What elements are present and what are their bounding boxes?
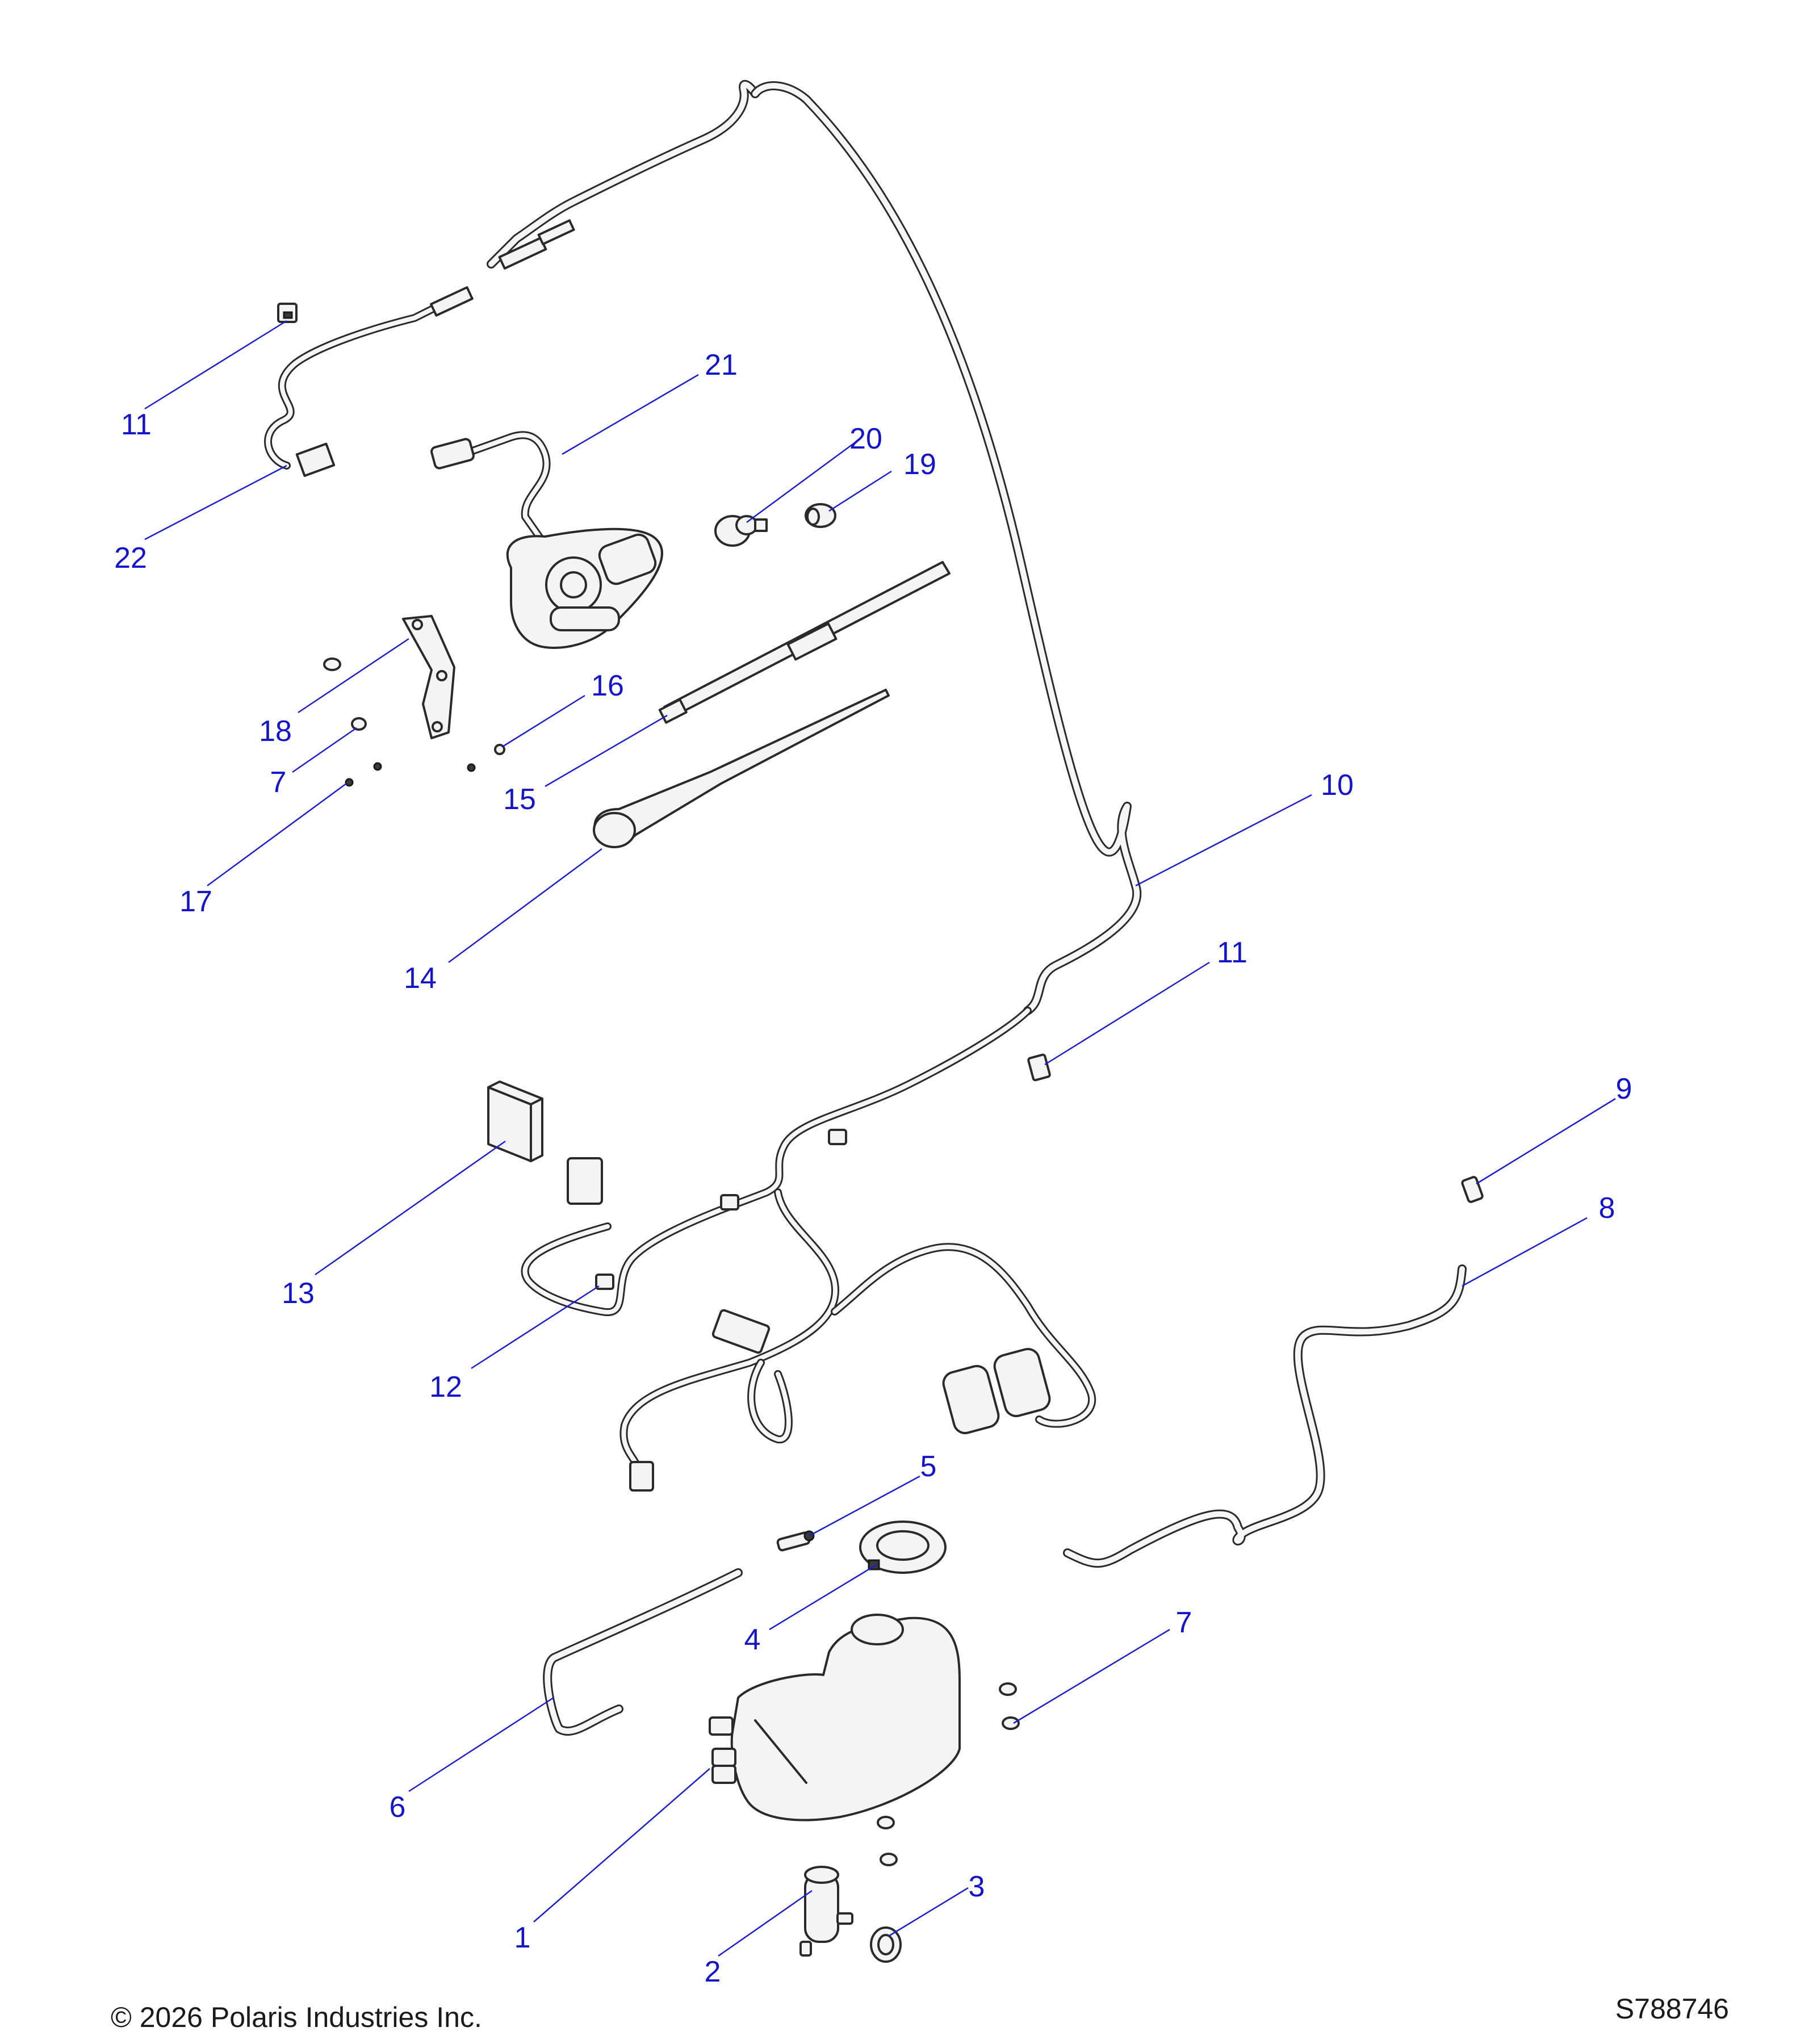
wiper-motor — [430, 431, 663, 649]
callout-14: 14 — [404, 962, 437, 995]
washer-tube-long — [487, 79, 1142, 1015]
callout-20: 20 — [849, 422, 882, 455]
callout-7-lower: 7 — [1176, 1606, 1192, 1639]
callout-22: 22 — [114, 542, 147, 575]
callout-7-upper: 7 — [270, 766, 287, 799]
upper-harness — [264, 219, 575, 478]
wiper-blade — [658, 561, 951, 724]
reservoir-cap — [859, 1521, 947, 1574]
callout-17: 17 — [179, 885, 212, 918]
callout-21: 21 — [705, 349, 738, 382]
wiper-cap — [805, 503, 836, 528]
washer-reservoir — [709, 1614, 961, 1821]
wiper-grommet — [714, 515, 768, 547]
main-harness — [521, 1007, 1096, 1492]
small-fasteners — [323, 657, 505, 787]
callout-4: 4 — [744, 1623, 761, 1656]
reservoir-screws — [877, 1682, 1020, 1866]
pump-grommet — [870, 1926, 902, 1963]
washer-hose-left — [543, 1568, 743, 1736]
wiper-arm — [593, 689, 890, 848]
washer-hose-right — [1063, 1264, 1467, 1568]
callout-1: 1 — [514, 1921, 531, 1954]
callout-19: 19 — [903, 448, 936, 481]
callout-9: 9 — [1616, 1073, 1632, 1105]
callout-10: 10 — [1321, 769, 1354, 802]
callout-11-lower: 11 — [1217, 936, 1247, 969]
callout-8: 8 — [1599, 1192, 1615, 1225]
callout-13: 13 — [282, 1277, 315, 1310]
callout-labels: 11 22 21 20 19 16 18 7 15 17 14 10 11 13… — [114, 349, 1632, 1988]
callout-3: 3 — [969, 1870, 985, 1903]
rocker-switch — [487, 1080, 543, 1162]
washer-pump — [799, 1866, 853, 1957]
callout-5: 5 — [920, 1450, 937, 1483]
callout-2: 2 — [705, 1955, 721, 1988]
check-valve — [1461, 1176, 1484, 1203]
motor-bracket — [402, 615, 455, 739]
callout-11-upper: 11 — [121, 408, 152, 441]
callout-16: 16 — [591, 669, 624, 702]
callout-6: 6 — [390, 1791, 406, 1824]
leader-lines — [144, 320, 1616, 1957]
callout-15: 15 — [503, 783, 536, 816]
clip-upper — [277, 303, 298, 323]
copyright-text: © 2026 Polaris Industries Inc. — [111, 2001, 482, 2033]
diagram-id: S788746 — [1615, 1993, 1729, 2025]
callout-18: 18 — [259, 715, 292, 748]
clip-lower — [1027, 1053, 1051, 1082]
hose-fitting — [776, 1530, 815, 1552]
callout-12: 12 — [429, 1371, 462, 1404]
